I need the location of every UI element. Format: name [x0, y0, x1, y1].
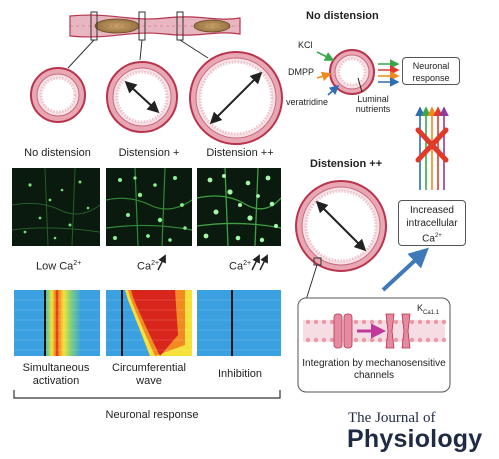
luminal-pointer [357, 77, 363, 93]
label-distension-plus: Distension + [118, 147, 180, 159]
neuronal-response-box: Neuronal response [402, 57, 460, 85]
journal-logo-line1: The Journal of [348, 410, 436, 426]
zoom-lines [67, 39, 209, 69]
heatmap-inhibition [197, 290, 281, 356]
ca-up-arrow-1 [157, 254, 166, 271]
label-circumferential-wave: Circumferential wave [112, 362, 186, 387]
journal-logo-line2: Physiology [347, 425, 483, 453]
large-section-distension-plusplus [295, 180, 387, 272]
blocked-arrows [415, 106, 449, 190]
label-veratridine: veratridine [286, 97, 329, 107]
kcl-arrow [316, 51, 335, 61]
increased-ca-box: Increased intracellular Ca2+ [398, 200, 466, 246]
label-dmpp: DMPP [288, 67, 315, 77]
heatmap-simultaneous [14, 290, 100, 356]
heatmap-circumferential [106, 290, 192, 356]
red-x-icon [415, 127, 449, 163]
ca-image-no-distension [11, 167, 101, 247]
label-kcl: KCl [298, 40, 313, 50]
intestine-segment [69, 11, 241, 41]
label-kca: KCa1.1 [417, 303, 440, 316]
label-inhibition: Inhibition [217, 368, 263, 380]
label-simultaneous-activation: Simultaneous activation [22, 362, 90, 387]
ca-up-arrow-2b [259, 254, 268, 271]
ca-image-distension-plus [105, 167, 193, 247]
label-integration: Integration by mechanosensitive channels [302, 358, 446, 381]
title-distension-plusplus: Distension ++ [310, 158, 383, 170]
dmpp-arrow [316, 71, 332, 81]
label-ca-plusplus: Ca2+ [229, 260, 252, 273]
label-distension-plusplus: Distension ++ [206, 147, 274, 159]
cross-section-no-distension [30, 67, 86, 123]
cross-section-distension-plus [106, 61, 178, 133]
ion-channel-open [385, 313, 411, 349]
ca-up-arrow-2a [251, 254, 260, 271]
ca-image-distension-plusplus [196, 167, 282, 247]
label-luminal-nutrients: Luminal nutrients [355, 94, 391, 114]
ion-channel-closed [333, 313, 353, 349]
label-no-distension: No distension [24, 147, 91, 159]
increase-arrow [381, 247, 429, 292]
cross-section-distension-plusplus [189, 51, 283, 145]
label-neuronal-response-bottom: Neuronal response [105, 409, 199, 421]
neuronal-response-bracket [13, 390, 281, 399]
output-arrows [378, 59, 400, 87]
title-no-distension: No distension [306, 10, 379, 22]
label-ca-plus: Ca2+ [137, 260, 160, 273]
veratridine-arrow [327, 84, 340, 96]
zoom-line-membrane [305, 264, 318, 301]
label-low-ca: Low Ca2+ [36, 260, 82, 273]
